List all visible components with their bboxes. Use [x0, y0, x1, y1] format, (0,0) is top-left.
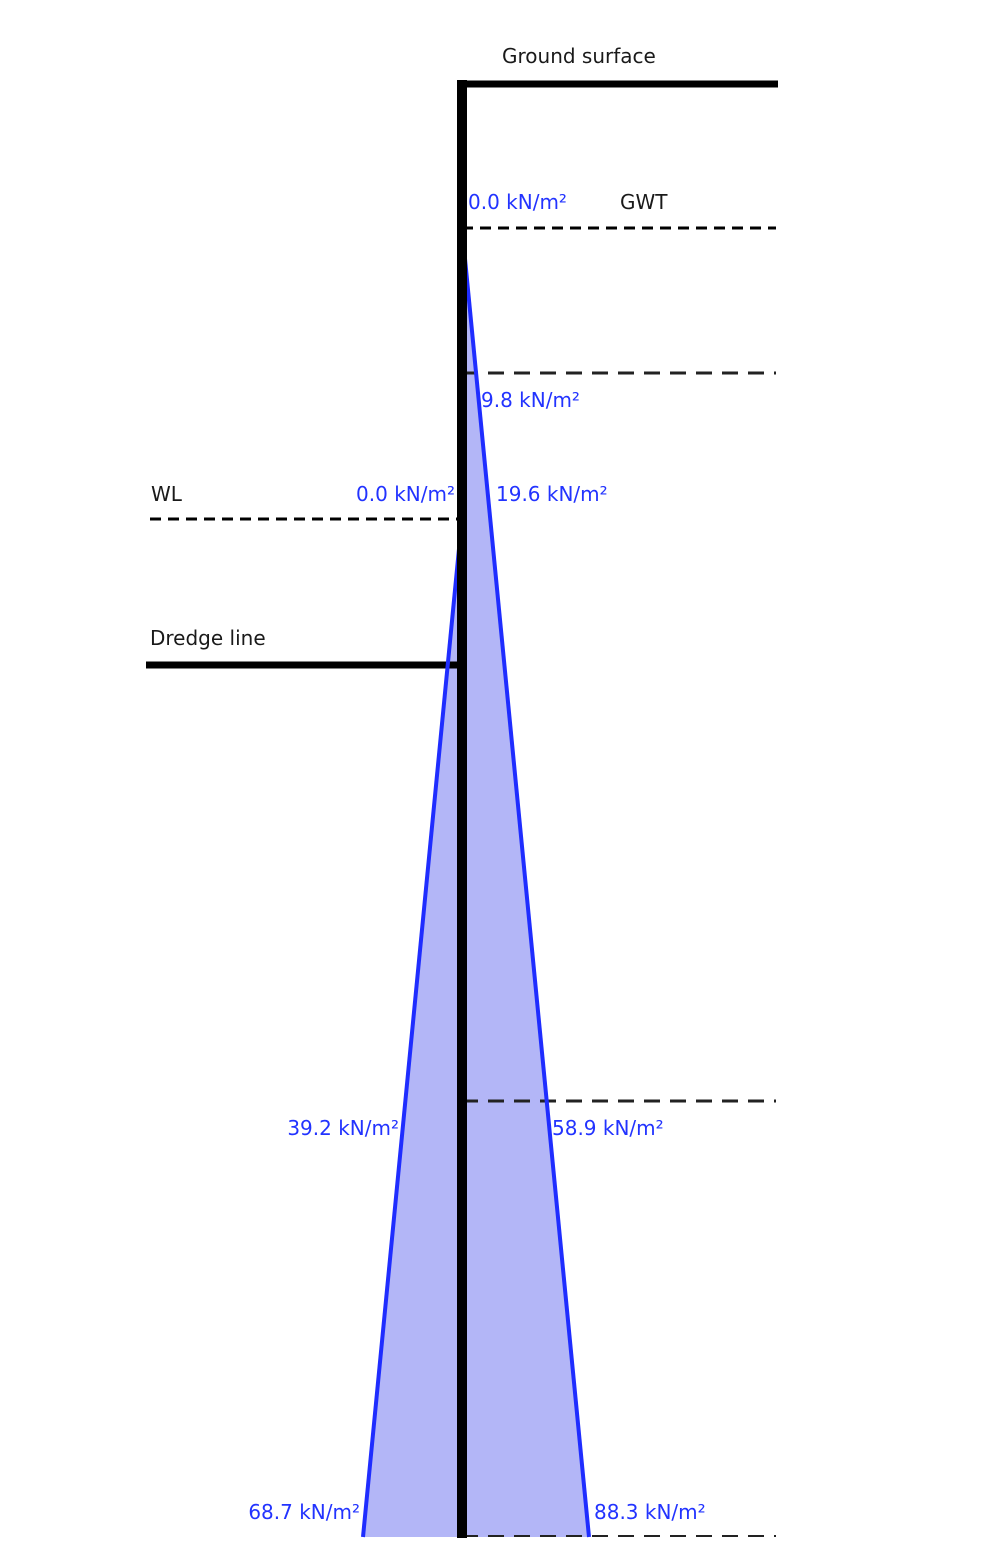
dredge-line-label: Dredge line [150, 626, 266, 650]
gwt-label: GWT [620, 190, 668, 214]
ground-surface-label: Ground surface [502, 44, 656, 68]
right-pressure-bottom-label: 88.3 kN/m² [594, 1500, 706, 1524]
right-pressure-level2-label: 9.8 kN/m² [481, 388, 580, 412]
left-pressure-bottom-label: 68.7 kN/m² [248, 1500, 360, 1524]
right-pressure-gwt-label: 0.0 kN/m² [468, 190, 567, 214]
right-pressure-wl-label: 19.6 kN/m² [496, 482, 608, 506]
left-pressure-line [361, 517, 464, 1538]
right-pressure-level4-label: 58.9 kN/m² [552, 1116, 664, 1140]
wl-label: WL [151, 482, 183, 506]
left-pressure-level4-label: 39.2 kN/m² [287, 1116, 399, 1140]
left-pressure-wl-label: 0.0 kN/m² [356, 482, 455, 506]
right-pressure-line [460, 227, 591, 1538]
